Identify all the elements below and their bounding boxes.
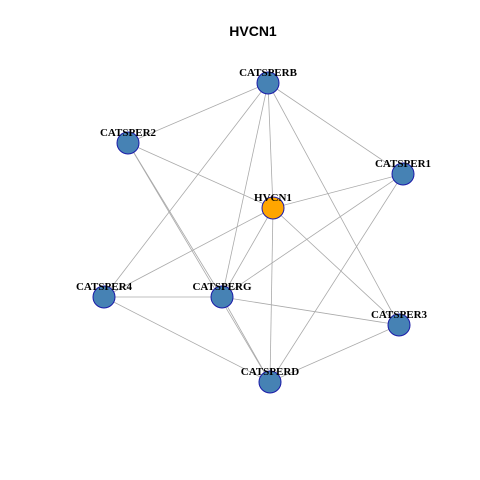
edge-hvcn1-catsper3 (272, 207, 400, 326)
node-catsper1: CATSPER1 (375, 158, 431, 186)
edge-catsper4-catsperd (103, 296, 271, 383)
node-circle-catsperb (256, 71, 280, 95)
node-label-catsperg: CATSPERG (192, 281, 252, 293)
node-catsper4: CATSPER4 (76, 281, 133, 309)
edge-catsperb-hvcn1 (267, 82, 274, 209)
node-label-catsper4: CATSPER4 (76, 281, 133, 293)
edge-catsperb-catsper2 (127, 82, 269, 144)
node-label-catsperb: CATSPERB (239, 67, 298, 79)
node-circle-catsper2 (116, 131, 140, 155)
node-circle-catsperd (258, 370, 282, 394)
edge-hvcn1-catsper4 (103, 207, 274, 298)
diagram-title: HVCN1 (229, 23, 277, 39)
node-catsperg: CATSPERG (192, 281, 252, 309)
edge-catsper1-hvcn1 (272, 173, 404, 209)
node-circle-catsper3 (387, 313, 411, 337)
edge-catsper2-hvcn1 (127, 142, 274, 209)
node-hvcn1: HVCN1 (254, 192, 292, 220)
node-label-catsper1: CATSPER1 (375, 158, 431, 170)
node-circle-catsper1 (391, 162, 415, 186)
node-catsper3: CATSPER3 (371, 309, 428, 337)
edge-catsperb-catsperg (221, 82, 269, 298)
node-label-hvcn1: HVCN1 (254, 192, 292, 204)
node-label-catsperd: CATSPERD (241, 366, 300, 378)
node-label-catsper3: CATSPER3 (371, 309, 428, 321)
edge-catsper1-catsperg (221, 173, 404, 298)
node-circle-catsperg (210, 285, 234, 309)
node-catsperb: CATSPERB (239, 67, 298, 95)
node-label-catsper2: CATSPER2 (100, 127, 157, 139)
edge-layer (103, 82, 404, 383)
edge-catsperb-catsper4 (103, 82, 269, 298)
edge-catsper1-catsperd (269, 173, 404, 383)
edge-hvcn1-catsperg (221, 207, 274, 298)
edge-catsper2-catsperd (127, 142, 271, 383)
edge-catsperg-catsper3 (221, 296, 400, 326)
node-catsper2: CATSPER2 (100, 127, 157, 155)
edge-catsper3-catsperd (269, 324, 400, 383)
edge-hvcn1-catsperd (269, 207, 274, 383)
edge-catsperb-catsper3 (267, 82, 400, 326)
node-circle-catsper4 (92, 285, 116, 309)
node-catsperd: CATSPERD (241, 366, 300, 394)
node-circle-hvcn1 (261, 196, 285, 220)
edge-catsperg-catsperd (221, 296, 271, 383)
edge-catsperb-catsper1 (267, 82, 404, 175)
